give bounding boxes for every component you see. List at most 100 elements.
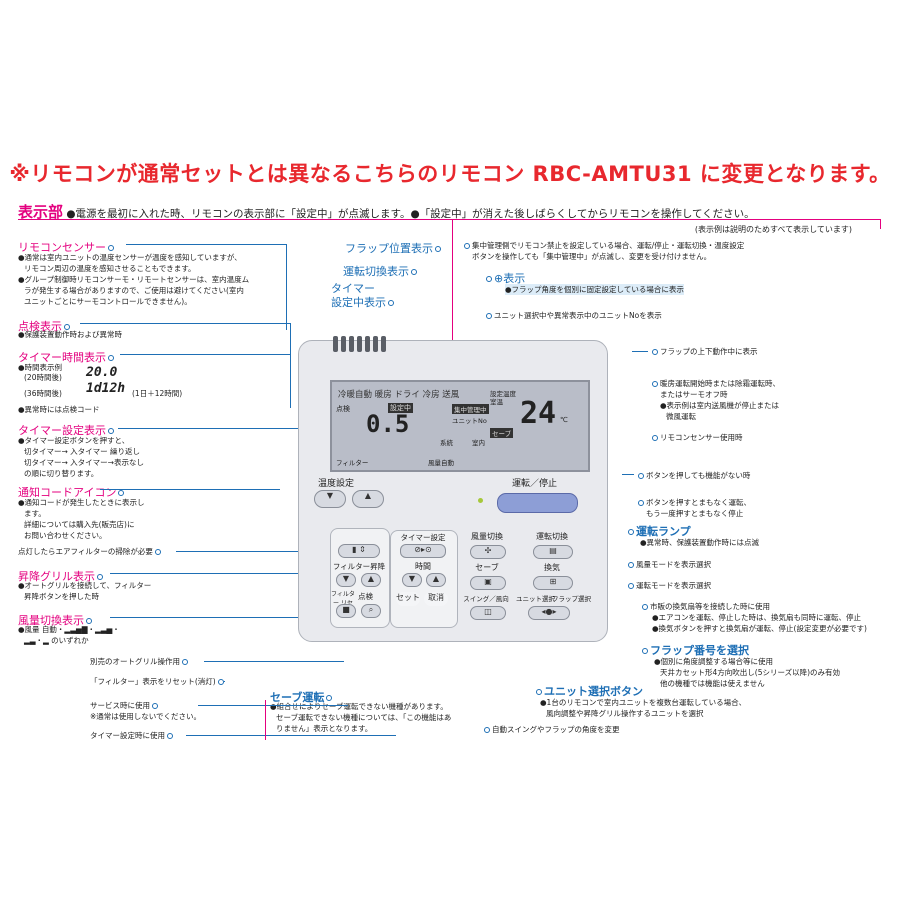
timer-time-error: ●異常時には点検コード	[18, 405, 100, 414]
fan-indicator: 風量自動	[428, 459, 454, 467]
set-button[interactable]: セット	[396, 592, 420, 606]
check-button[interactable]: ⌕	[361, 604, 381, 618]
unit-select-button-label: ユニット選択	[516, 595, 555, 603]
sensor-grille	[333, 336, 389, 354]
timer-20-value: 20.0	[86, 365, 118, 380]
unit-select-title: ユニット選択ボタン	[534, 683, 643, 699]
run-stop-text: ボタンを押すとまもなく運転、もう一度押すとまもなく停止	[636, 497, 751, 519]
fan-button-label: 風量切換	[471, 532, 503, 541]
filter-reset-label: 「フィルター」表示をリセット(消灯)	[90, 676, 226, 687]
time-down-button[interactable]: ▼	[402, 573, 422, 587]
timer-20-label: (20時間後)	[24, 373, 62, 382]
section-rule	[18, 219, 880, 220]
timer-36-note: (1日＋12時間)	[132, 389, 183, 398]
central-indicator: 集中管理中	[452, 404, 489, 414]
lamp-title: 運転ランプ	[626, 523, 691, 539]
check-indicator: 点検	[336, 405, 350, 413]
setting-indicator: 設定中	[388, 403, 413, 413]
display-note: (表示例は説明のためすべて表示しています)	[694, 225, 852, 234]
central-text: 集中管理側でリモコン禁止を設定している場合、運転/停止・運転切換・温度設定ボタン…	[462, 240, 744, 262]
section-intro: ●電源を最初に入れた時、リモコンの表示部に「設定中」が点滅します。●「設定中」が…	[66, 208, 755, 220]
run-button-label: 運転／停止	[512, 479, 558, 489]
section-header: 表示部 ●電源を最初に入れた時、リモコンの表示部に「設定中」が点滅します。●「設…	[18, 201, 755, 222]
timer-36-label: (36時間後)	[24, 389, 62, 398]
vent-button[interactable]: ⊞	[533, 576, 573, 590]
flap-select-button-label: フラップ選択	[552, 595, 591, 603]
sensor-title: リモコンセンサー	[18, 239, 116, 255]
set-temp-label: 設定温度	[490, 390, 516, 398]
timer-36-value: 1d12h	[86, 381, 126, 396]
flap-no-text: ●個別に角度調整する場合等に使用天井カセット形4方向吹出し(5シリーズ以降)のみ…	[654, 657, 841, 688]
temp-unit: ℃	[560, 416, 568, 424]
no-func-text: ボタンを押しても機能がない時	[636, 470, 750, 481]
swing-button-label: スイング／風向	[463, 595, 509, 603]
heat-text: 暖房運転開始時または除霜運転時、 またはサーモオフ時 ●表示例は室内送風機が停止…	[650, 378, 780, 422]
notify-title: 通知コードアイコン	[18, 484, 126, 500]
lcd-screen: 冷暖自動 暖房 ドライ 冷房 送風 点検 設定中 0.5 集中管理中 ユニットN…	[330, 380, 590, 472]
flap-fix-icon: ⊕	[494, 272, 504, 285]
timer-use-label: タイマー設定時に使用	[90, 730, 175, 741]
cancel-button[interactable]: 取消	[424, 592, 448, 606]
save-button[interactable]: ▣	[470, 576, 506, 590]
room-temp-label: 室温	[490, 398, 503, 406]
flap-no-title: フラップ番号を選択	[640, 642, 749, 658]
filter-message: 点灯したらエアフィルターの掃除が必要	[18, 546, 163, 557]
unit-select-text: ●1台のリモコンで室内ユニットを複数台運転している場合、風向調整や昇降グリル操作…	[540, 698, 747, 718]
temp-down-button[interactable]: ▼	[314, 490, 346, 508]
grill-op-label: 別売のオートグリル操作用	[90, 656, 190, 667]
check-title: 点検表示	[18, 318, 72, 334]
filter-indicator: フィルター	[336, 459, 369, 467]
run-stop-button[interactable]	[497, 493, 578, 513]
temp-button-label: 温度設定	[318, 479, 355, 489]
vent-button-label: 換気	[544, 563, 560, 572]
auto-swing-text: 自動スイングやフラップの角度を変更	[482, 724, 620, 735]
unit-no-text: ユニット選択中や異常表示中のユニットNoを表示	[484, 310, 662, 321]
service-note: ※通常は使用しないでください。	[90, 712, 202, 721]
swing-button[interactable]: ◫	[470, 606, 506, 620]
time-up-button[interactable]: ▲	[426, 573, 446, 587]
flap-fix-text: ●フラップ角度を個別に固定設定している場合に表示	[505, 284, 684, 295]
grill-text: ●オートグリルを接続して、フィルター昇降ボタンを押した時	[18, 581, 152, 601]
fan-button[interactable]: ✣	[470, 545, 506, 559]
filter-down-button[interactable]: ▼	[336, 573, 356, 587]
fan-select-text: 風量モードを表示選択	[626, 559, 711, 570]
timer-set-text: ●タイマー設定ボタンを押すと、切タイマー→ 入タイマー 繰り返し 切タイマー→ …	[18, 436, 144, 478]
temp-up-button[interactable]: ▲	[352, 490, 384, 508]
grill-title: 昇降グリル表示	[18, 568, 105, 584]
unit-flap-button[interactable]: ◂●▸	[528, 606, 570, 620]
indoor-label: 室内	[472, 439, 485, 447]
mode-button[interactable]: ▤	[533, 545, 573, 559]
check-button-label: 点検	[358, 592, 373, 601]
sensor-text: ●通常は室内ユニットの温度センサーが温度を感知していますが、リモコン周辺の温度を…	[18, 253, 250, 306]
run-lamp	[478, 498, 483, 503]
filter-up-button[interactable]: ▲	[361, 573, 381, 587]
mode-row: 冷暖自動 暖房 ドライ 冷房 送風	[338, 390, 460, 400]
sensor-use-text: リモコンセンサー使用時	[650, 432, 743, 443]
fan-title: 風量切換表示	[18, 612, 94, 628]
fan-text: ●風量 自動・▂▃▅▇・▂▃▅・▂▃・▂ のいずれか	[18, 625, 120, 645]
lamp-text: ●異常時、保護装置動作時には点滅	[640, 538, 760, 547]
timer-setting-label: タイマー設定中表示	[331, 282, 396, 310]
op-mode-label: 運転切換表示	[343, 263, 419, 279]
save-text: ●組合せによりセーブ運転できない機種があります。セーブ運転できない機種については…	[270, 702, 452, 733]
grill-button[interactable]: ▮ ⇕	[338, 544, 380, 558]
timer-set-title: タイマー設定表示	[18, 422, 116, 438]
filter-reset-button[interactable]: ■	[336, 604, 356, 618]
filter-button-label: フィルター昇降	[332, 562, 386, 571]
service-label: サービス時に使用	[90, 700, 160, 711]
lcd-timer-digits: 0.5	[366, 410, 410, 438]
flap-move-text: フラップの上下動作中に表示	[650, 346, 758, 357]
mode-button-label: 運転切換	[536, 532, 568, 541]
save-button-label: セーブ	[475, 563, 499, 572]
timer-time-example-label: ●時間表示例	[18, 363, 63, 372]
flap-fix-title: ⊕表示	[484, 270, 525, 286]
mode-select-text: 運転モードを表示選択	[626, 580, 711, 591]
time-button-label: 時間	[415, 562, 431, 571]
save-indicator: セーブ	[490, 428, 514, 438]
notify-text: ●通知コードが発生したときに表示します。 詳細については購入先(販売店)にお問い…	[18, 498, 145, 540]
headline: ※リモコンが通常セットとは異なるこちらのリモコン RBC-AMTU31 に変更と…	[9, 162, 891, 186]
timer-button[interactable]: ⊘▸⊙	[400, 544, 446, 558]
section-title: 表示部	[18, 203, 64, 221]
lcd-temp-digits: 24	[520, 396, 557, 431]
check-text: ●保護装置動作時および異常時	[18, 330, 123, 339]
